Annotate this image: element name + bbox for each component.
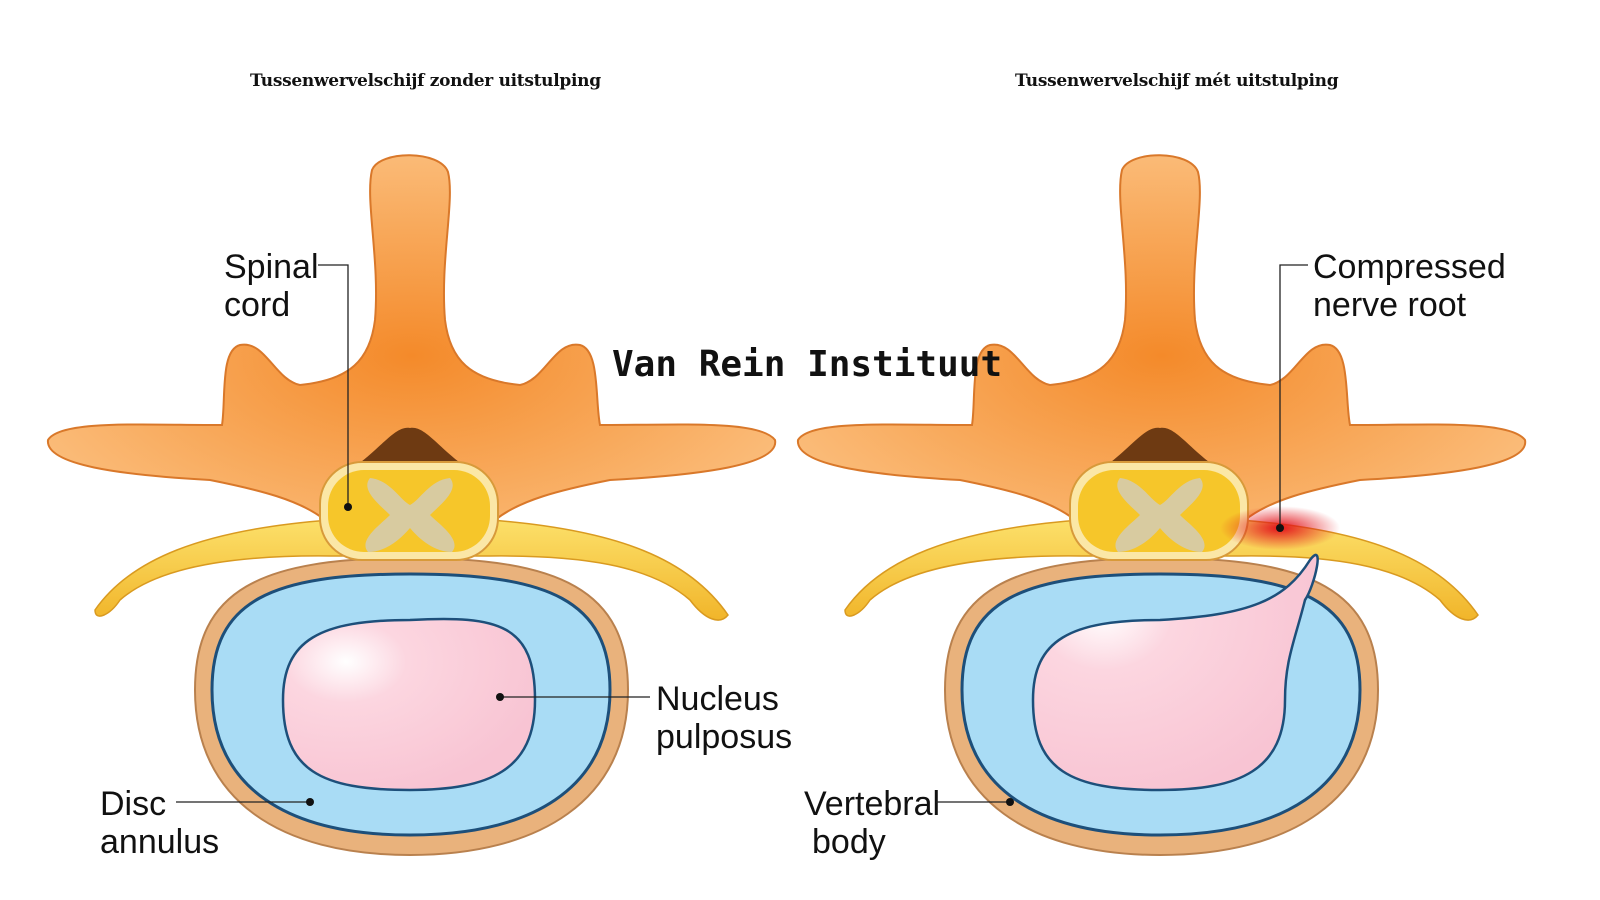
label-nucleus-1: Nucleus (656, 680, 779, 718)
label-nucleus-2: pulposus (656, 718, 792, 756)
label-spinal-cord-1: Spinal (224, 248, 319, 286)
herniated-nucleus (1031, 553, 1319, 792)
label-compressed-nerve-1: Compressed (1313, 248, 1506, 286)
watermark: Van Rein Instituut (612, 344, 1002, 385)
vertebra-normal (46, 153, 777, 857)
label-disc-annulus-2: annulus (100, 823, 219, 861)
label-compressed-nerve-2: nerve root (1313, 286, 1467, 324)
label-spinal-cord-2: cord (224, 286, 290, 324)
title-right: Tussenwervelschijf mét uitstulping (1015, 71, 1339, 91)
label-vertebral-body-1: Vertebral (804, 785, 940, 823)
label-disc-annulus-1: Disc (100, 785, 166, 823)
vertebra-herniated (796, 153, 1527, 857)
nucleus-pulposus-left (281, 617, 537, 792)
title-left: Tussenwervelschijf zonder uitstulping (250, 71, 601, 91)
label-vertebral-body-2: body (812, 823, 886, 861)
